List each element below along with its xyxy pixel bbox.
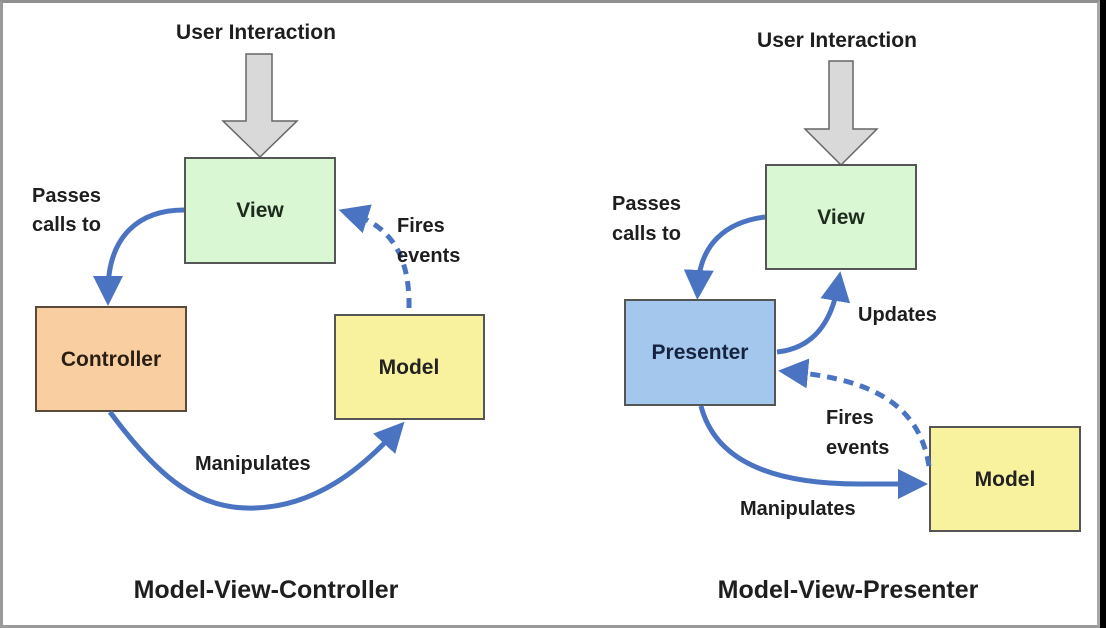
- mvc-title: Model-View-Controller: [134, 576, 399, 604]
- mvc-passes-calls-label-line1: Passes: [32, 185, 101, 207]
- mvp-passes-calls-arrow: [683, 214, 766, 300]
- mvp-view-box: [765, 164, 917, 270]
- mvc-fires-events-arrow: [338, 204, 412, 309]
- mvc-user-interaction-label: User Interaction: [176, 21, 336, 44]
- mvp-presenter-box: [624, 299, 776, 406]
- mvp-fires-events-label-line1: Fires: [826, 407, 874, 429]
- mvp-passes-calls-label-line1: Passes: [612, 193, 681, 215]
- mvc-manipulates-label: Manipulates: [195, 453, 311, 475]
- mvp-updates-label: Updates: [858, 304, 937, 326]
- mvp-updates-arrow: [776, 271, 851, 355]
- mvp-presenter-label: Presenter: [652, 341, 749, 364]
- mvc-manipulates-arrow: [107, 410, 405, 511]
- mvp-user-interaction-label: User Interaction: [757, 29, 917, 52]
- mvc-user-interaction-arrow: [221, 53, 299, 159]
- mvp-manipulates-label: Manipulates: [740, 498, 856, 520]
- mvc-model-label: Model: [379, 356, 440, 379]
- mvc-diagram: User Interaction View Controller Model P…: [32, 21, 485, 604]
- mvp-manipulates-arrow: [698, 405, 928, 499]
- mvp-passes-calls-label-line2: calls to: [612, 223, 681, 245]
- mvc-fires-events-label-line2: events: [397, 245, 460, 267]
- mvp-fires-events-arrow: [778, 358, 932, 467]
- mvc-controller-box: [35, 306, 187, 412]
- mvp-model-box: [929, 426, 1081, 532]
- mvc-controller-label: Controller: [61, 348, 161, 371]
- mvp-diagram: User Interaction View Presenter Model Pa…: [612, 29, 1081, 604]
- mvp-model-label: Model: [975, 468, 1036, 491]
- mvp-fires-events-label-line2: events: [826, 437, 889, 459]
- mvp-user-interaction-arrow: [803, 60, 879, 167]
- mvc-model-box: [334, 314, 485, 420]
- mvc-view-box: [184, 157, 336, 264]
- mvc-view-label: View: [236, 199, 284, 222]
- mvc-fires-events-label-line1: Fires: [397, 215, 445, 237]
- mvc-passes-calls-label-line2: calls to: [32, 214, 101, 236]
- mvc-passes-calls-arrow: [93, 207, 185, 306]
- mvp-title: Model-View-Presenter: [718, 576, 979, 604]
- mvp-view-label: View: [817, 206, 865, 229]
